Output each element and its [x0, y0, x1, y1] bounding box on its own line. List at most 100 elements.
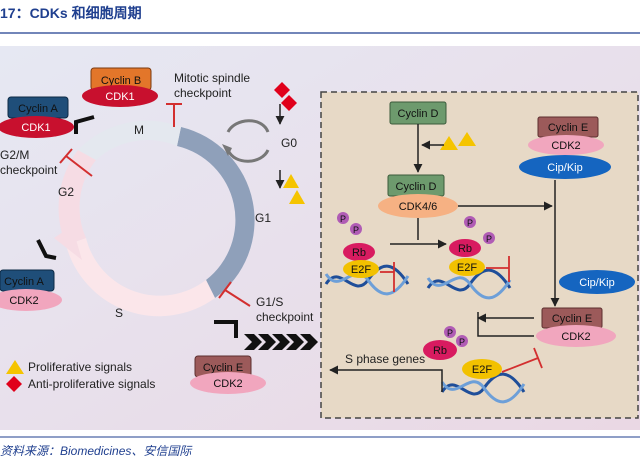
cyclin-a-cdk2-complex: Cyclin A CDK2	[0, 269, 62, 311]
mitotic-spindle-checkpoint: Mitotic spindle checkpoint	[166, 71, 250, 127]
cyclin-label: Cyclin A	[4, 276, 44, 288]
e2f-ellipse	[449, 258, 485, 276]
yellow-triangle-icon	[458, 132, 476, 146]
yellow-triangle-icon	[440, 136, 458, 150]
cdk-ellipse	[378, 194, 458, 218]
cipkip-label: Cip/Kip	[579, 277, 614, 289]
hook-arrow-g2	[36, 239, 57, 260]
s-phase-genes-arrow	[329, 365, 443, 392]
phospho-circle	[464, 216, 476, 228]
phase-label-g0: G0	[281, 136, 297, 150]
phase-label-g2: G2	[58, 185, 74, 199]
cyclin-e-cdk2-lower-complex: Cyclin E CDK2	[536, 307, 616, 347]
phospho-circle	[483, 232, 495, 244]
phospho-label: P	[340, 214, 346, 224]
red-diamond-icon	[6, 376, 22, 392]
checkpoint-label-line1: G1/S	[256, 295, 283, 309]
cdk-label: CDK1	[105, 91, 134, 103]
chevron-arrows	[244, 334, 318, 350]
phospho-label: P	[459, 337, 465, 347]
red-diamond-icon	[281, 95, 297, 111]
rb-label: Rb	[433, 345, 447, 357]
phospho-label: P	[353, 225, 359, 235]
inhibition-line	[501, 357, 539, 373]
cyclin-e-cdk2-complex: Cyclin E CDK2	[190, 355, 266, 394]
chevron-icon	[272, 334, 290, 350]
g2-arc-arrowhead	[54, 226, 82, 260]
dna-strand-b	[440, 380, 526, 404]
cyclin-a-cdk1-complex: Cyclin A CDK1	[0, 96, 74, 138]
g1s-checkpoint: G1/S checkpoint	[218, 281, 314, 324]
cyclin-label: Cyclin D	[398, 108, 439, 120]
cdk-label: CDK2	[561, 331, 590, 343]
cdk-ellipse	[82, 85, 158, 107]
e2f-label: E2F	[351, 264, 371, 276]
anti-proliferative-signals-cluster	[274, 82, 297, 125]
legend: Proliferative signals Anti-proliferative…	[6, 360, 155, 392]
cdk-label: CDK4/6	[399, 201, 438, 213]
legend-label-anti-proliferative: Anti-proliferative signals	[28, 377, 155, 391]
phase-label-s: S	[115, 306, 123, 320]
g0-loop-head	[222, 144, 232, 156]
phospho-circle	[337, 212, 349, 224]
rb-ellipse	[343, 243, 375, 261]
cdk-label: CDK1	[21, 122, 50, 134]
m-phase-arc	[78, 120, 181, 160]
phospho-label: P	[486, 234, 492, 244]
checkpoint-label-line2: checkpoint	[174, 86, 232, 100]
cdk-label: CDK2	[213, 378, 242, 390]
rb-e2f-dna-1: Rb E2F P P	[324, 212, 410, 296]
rb-ellipse	[449, 239, 481, 257]
g0-loop-arc	[226, 119, 270, 133]
inhibition-line	[224, 289, 251, 307]
cell-cycle-ring	[54, 120, 255, 317]
phospho-label: P	[467, 218, 473, 228]
proliferative-signals-cluster	[275, 170, 305, 204]
e2f-ellipse	[462, 359, 502, 379]
g0-loop-arc-lower	[226, 149, 270, 163]
phospho-circle	[350, 223, 362, 235]
phospho-circle	[444, 326, 456, 338]
e2f-ellipse	[343, 260, 379, 278]
cyclin-d-cdk46-complex: Cyclin D CDK4/6	[378, 174, 458, 218]
g2m-checkpoint: G2/M checkpoint	[0, 148, 93, 177]
cdk-label: CDK2	[9, 295, 38, 307]
phase-label-m: M	[134, 123, 144, 137]
checkpoint-label-line1: Mitotic spindle	[174, 71, 250, 85]
cdk-label: CDK2	[551, 140, 580, 152]
cyclin-b-cdk1-complex: Cyclin B CDK1	[82, 67, 158, 107]
inhibition-bar	[533, 347, 543, 369]
chevron-icon	[258, 334, 276, 350]
figure-source: 资料来源：Biomedicines、安信国际	[0, 444, 192, 458]
cdk-ellipse	[528, 135, 604, 155]
cyclin-label: Cyclin E	[203, 362, 243, 374]
checkpoint-label-line2: checkpoint	[0, 163, 58, 177]
g2-arc	[58, 150, 96, 245]
cyclin-label: Cyclin E	[552, 313, 592, 325]
rb-label: Rb	[458, 243, 472, 255]
legend-label-proliferative: Proliferative signals	[28, 360, 132, 374]
yellow-triangle-icon	[6, 360, 24, 374]
cipkip-ellipse	[559, 270, 635, 294]
cyclin-e-cdk2-cipkip-complex: Cyclin E CDK2 Cip/Kip	[519, 116, 611, 179]
figure-title: 17：CDKs 和细胞周期	[0, 5, 142, 21]
checkpoint-label-line2: checkpoint	[256, 310, 314, 324]
hook-arrow-m	[74, 115, 95, 134]
dna-strand-b	[426, 276, 512, 300]
rb-e2f-dna-2: Rb E2F P P	[426, 216, 512, 300]
checkpoint-label-line1: G2/M	[0, 148, 29, 162]
phospho-circle	[456, 335, 468, 347]
rb-ellipse	[423, 340, 457, 360]
chevron-icon	[244, 334, 262, 350]
cyclin-d-node: Cyclin D	[389, 101, 447, 125]
cyclin-label: Cyclin E	[548, 122, 588, 134]
rb-e2f-dna-3: Rb E2F P P	[423, 326, 543, 404]
inhibition-line	[65, 155, 93, 177]
cipkip-label: Cip/Kip	[547, 162, 582, 174]
chevron-icon	[286, 334, 304, 350]
chevron-icon	[300, 334, 318, 350]
s-phase-genes-label: S phase genes	[345, 352, 425, 366]
inhibition-bar	[218, 281, 232, 299]
cdk-ellipse	[0, 116, 74, 138]
